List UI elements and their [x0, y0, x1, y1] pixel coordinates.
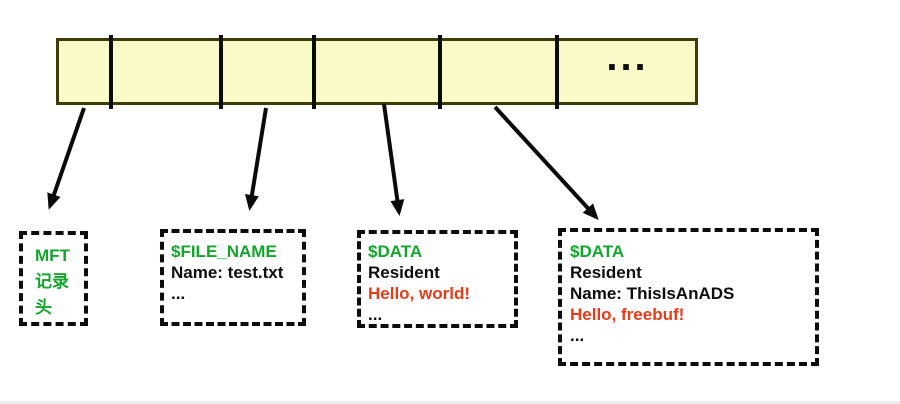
box-file-name-attribute: $FILE_NAME Name: test.txt ...	[160, 229, 306, 326]
box-line: MFT	[35, 246, 70, 265]
box-line: Resident	[368, 263, 440, 282]
segment-divider	[555, 35, 559, 109]
box-line: $DATA	[570, 242, 625, 261]
arrow-to-mft-header	[47, 107, 86, 210]
box-line: Hello, freebuf!	[570, 305, 685, 324]
arrow-to-data	[382, 103, 405, 216]
box-line: 记录	[35, 272, 69, 291]
box-line: Resident	[570, 263, 642, 282]
box-data-attribute: $DATA Resident Hello, world! ...	[357, 230, 518, 328]
arrow-to-file-name	[245, 107, 268, 211]
box-line: 头	[35, 298, 52, 317]
box-ads-data-attribute: $DATA Resident Name: ThisIsAnADS Hello, …	[558, 228, 819, 366]
segment-divider	[219, 35, 223, 109]
bar-ellipsis-label: ...	[606, 34, 649, 79]
segment-divider	[438, 35, 442, 109]
bottom-edge-line	[0, 401, 900, 404]
arrow-to-ads-data	[493, 105, 599, 220]
box-line: Hello, world!	[368, 284, 470, 303]
box-mft-record-header: MFT 记录 头	[19, 231, 88, 326]
box-line: $FILE_NAME	[171, 242, 277, 261]
segment-divider	[312, 35, 316, 109]
box-line: Name: ThisIsAnADS	[570, 284, 735, 303]
box-line: Name: test.txt	[171, 263, 284, 282]
box-line: ...	[171, 284, 186, 303]
segment-divider	[109, 35, 113, 109]
box-line: $DATA	[368, 242, 423, 261]
mft-record-bar	[56, 38, 698, 105]
box-line: ...	[570, 326, 585, 345]
box-line: ...	[368, 305, 383, 324]
